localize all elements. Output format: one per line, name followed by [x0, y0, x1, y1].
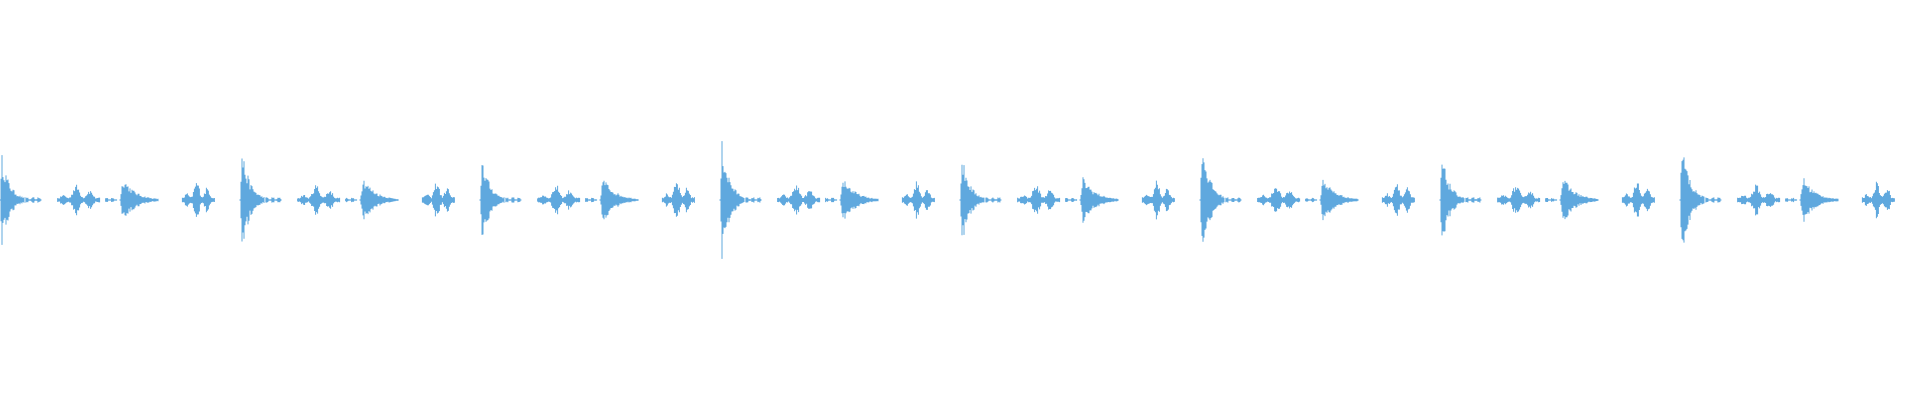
waveform-samples	[0, 141, 1895, 259]
waveform-path	[0, 141, 1895, 259]
